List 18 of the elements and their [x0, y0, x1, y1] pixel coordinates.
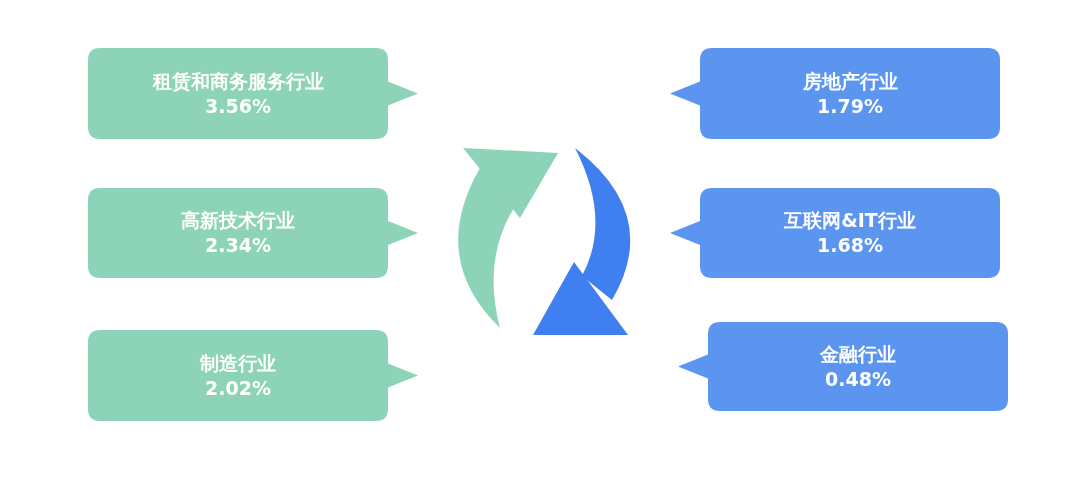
industry-name: 互联网&IT行业 [784, 208, 916, 233]
percentage-value: 1.79% [817, 93, 883, 119]
industry-name: 租赁和商务服务行业 [152, 68, 324, 94]
callout-box [88, 330, 418, 421]
industry-name: 金融行业 [820, 341, 896, 367]
percentage-value: 0.48% [825, 366, 891, 392]
percentage-value: 3.56% [205, 93, 271, 119]
callout-box [88, 188, 418, 278]
callout-box [678, 322, 1008, 411]
industry-name: 高新技术行业 [181, 208, 295, 233]
callout-box [88, 48, 418, 139]
industry-name: 房地产行业 [802, 68, 898, 94]
callout-box [670, 48, 1000, 139]
percentage-value: 2.02% [205, 375, 271, 401]
callout-box [670, 188, 1000, 278]
percentage-value: 1.68% [817, 233, 883, 258]
percentage-value: 2.34% [205, 233, 271, 258]
industry-name: 制造行业 [200, 350, 276, 376]
